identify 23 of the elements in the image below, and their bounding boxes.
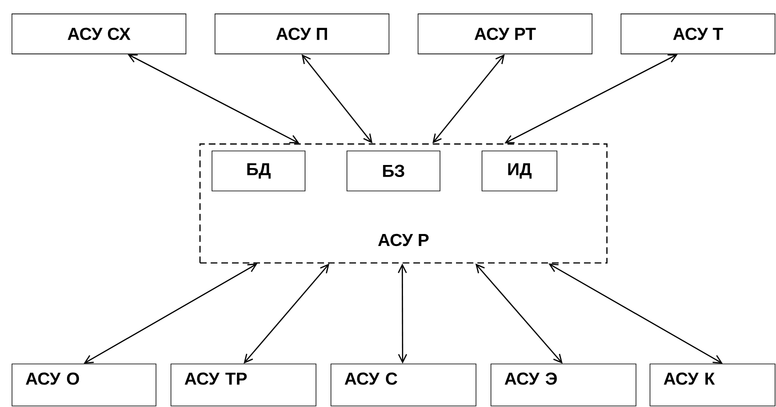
system-box: АСУ С [330,364,476,406]
inner-box: ИД [482,150,558,192]
system-box: АСУ Т [620,14,776,54]
double-arrow [244,264,330,364]
double-arrow [548,264,723,364]
double-arrow [475,264,563,364]
double-arrow [84,264,258,364]
inner-box: БЗ [346,150,440,192]
system-box: АСУ СХ [12,14,186,54]
double-arrow [128,54,300,144]
double-arrow [302,54,372,144]
double-arrow [398,264,408,364]
system-box: АСУ Э [490,364,636,406]
system-title: АСУ Р [378,234,429,246]
system-box: АСУ РТ [418,14,592,54]
system-box: АСУ ТР [170,364,316,406]
system-box: АСУ П [214,14,390,54]
double-arrow [504,54,678,144]
double-arrow [432,54,505,144]
inner-box: БД [212,150,306,192]
dashed-frame [199,143,608,264]
system-box: АСУ О [12,364,156,406]
system-box: АСУ К [650,364,776,406]
